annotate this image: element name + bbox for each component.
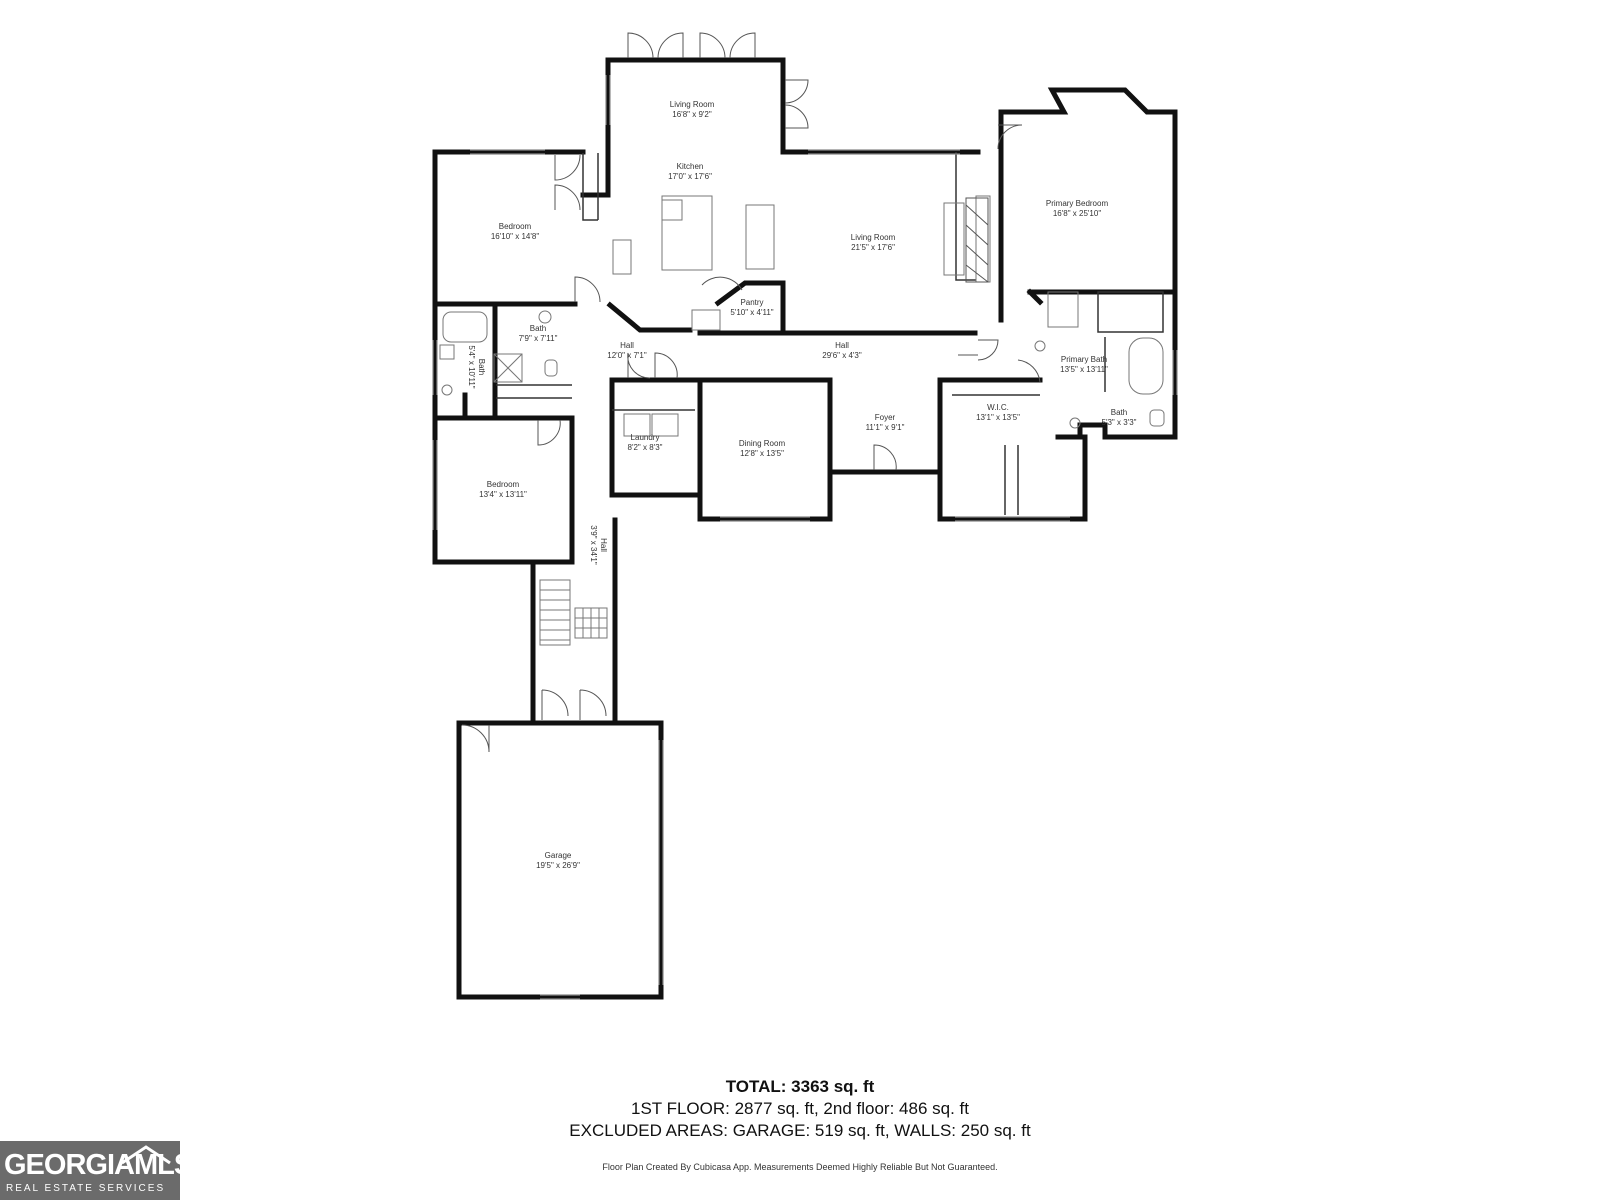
- excluded-areas: EXCLUDED AREAS: GARAGE: 519 sq. ft, WALL…: [569, 1121, 1031, 1140]
- room-label-wic: W.I.C.13'1" x 13'5": [976, 403, 1020, 422]
- doors: [461, 32, 1041, 753]
- disclaimer: Floor Plan Created By Cubicasa App. Meas…: [602, 1162, 998, 1172]
- floor-areas: 1ST FLOOR: 2877 sq. ft, 2nd floor: 486 s…: [631, 1099, 969, 1118]
- windows: [432, 75, 1178, 1000]
- fixtures: [439, 195, 1165, 646]
- georgia-mls-logo: GEORGIAMLS REAL ESTATE SERVICES: [0, 1141, 193, 1200]
- thin-walls: [496, 152, 1164, 515]
- logo-wordmark: GEORGIAMLS: [4, 1149, 193, 1181]
- logo-subtitle: REAL ESTATE SERVICES: [6, 1183, 166, 1194]
- floor-plan: [432, 32, 1178, 1000]
- total-area: TOTAL: 3363 sq. ft: [725, 1077, 875, 1096]
- area-totals: TOTAL: 3363 sq. ft 1ST FLOOR: 2877 sq. f…: [0, 1076, 1600, 1142]
- roof-icon: [121, 1145, 171, 1165]
